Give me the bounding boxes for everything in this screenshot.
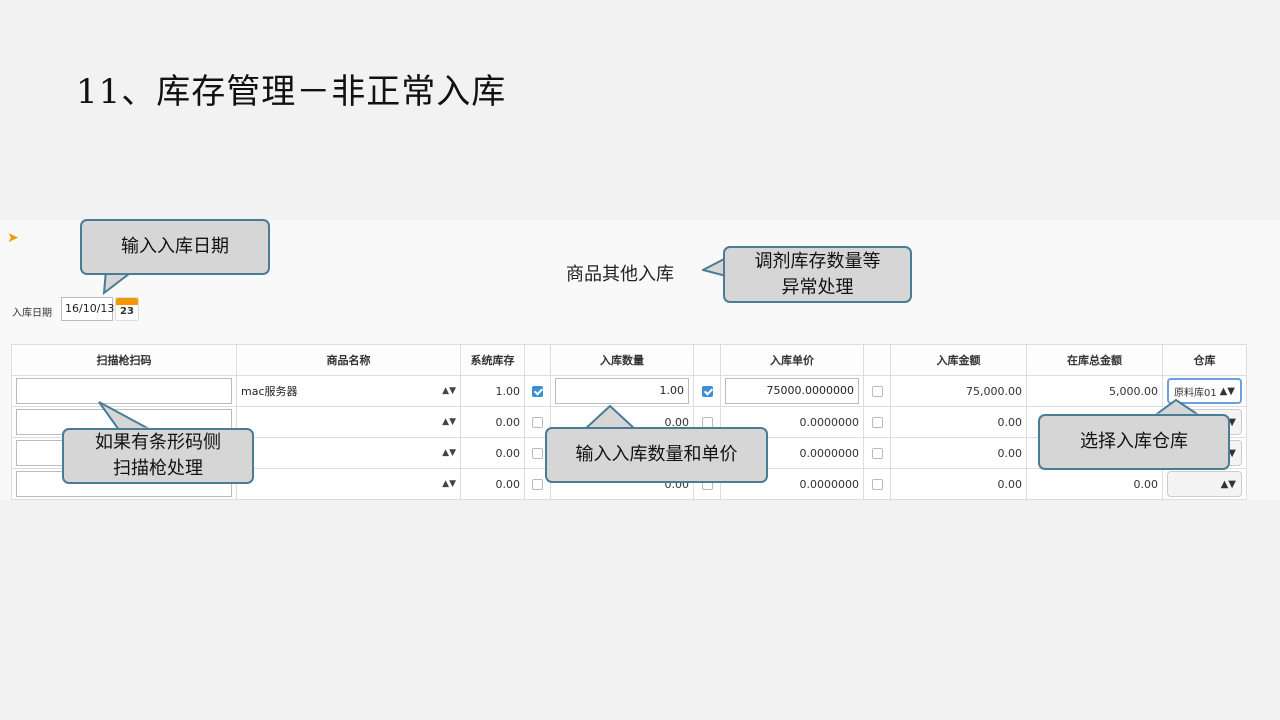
callout-qty-price: 输入入库数量和单价 xyxy=(545,427,768,483)
warehouse-select[interactable]: ▲▼ xyxy=(1167,471,1242,497)
select-caret-icon: ▲▼ xyxy=(1220,478,1236,490)
slide-title: 11、库存管理－非正常入库 xyxy=(76,72,507,112)
calendar-day: 23 xyxy=(120,306,134,317)
stock-cell: 1.00 xyxy=(460,375,525,407)
price-input[interactable]: 75000.0000000 xyxy=(725,378,859,404)
stock-checkbox[interactable] xyxy=(532,479,543,490)
callout-barcode-line2: 扫描枪处理 xyxy=(113,458,203,479)
product-select[interactable]: ▲▼ xyxy=(241,409,456,435)
warehouse-select-value: 原料库01 xyxy=(1174,387,1217,399)
play-arrow-icon: ➤ xyxy=(7,230,19,246)
product-select[interactable]: mac服务器 ▲▼ xyxy=(241,378,456,404)
callout-date-text: 输入入库日期 xyxy=(121,236,229,257)
col-header-scan: 扫描枪扫码 xyxy=(11,344,237,376)
price-checkbox[interactable] xyxy=(871,417,883,428)
warehouse-select[interactable]: 原料库01▲▼ xyxy=(1167,378,1242,404)
col-header-qty-check xyxy=(693,344,721,376)
product-select[interactable]: ▲▼ xyxy=(241,440,456,466)
col-header-warehouse: 仓库 xyxy=(1162,344,1247,376)
col-header-product: 商品名称 xyxy=(236,344,461,376)
col-header-price: 入库单价 xyxy=(720,344,864,376)
stock-cell: 0.00 xyxy=(460,437,525,469)
amount-cell: 0.00 xyxy=(890,406,1027,438)
amount-cell: 75,000.00 xyxy=(890,375,1027,407)
total-cell: 5,000.00 xyxy=(1026,375,1163,407)
col-header-stock-check xyxy=(524,344,551,376)
select-caret-icon: ▲▼ xyxy=(1219,385,1235,397)
select-caret-icon: ▲▼ xyxy=(442,448,456,458)
stock-cell: 0.00 xyxy=(460,406,525,438)
callout-date: 输入入库日期 xyxy=(80,219,270,275)
amount-cell: 0.00 xyxy=(890,437,1027,469)
callout-adjust-line2: 异常处理 xyxy=(781,276,854,298)
select-caret-icon: ▲▼ xyxy=(442,386,456,396)
select-caret-icon: ▲▼ xyxy=(442,479,456,489)
price-checkbox[interactable] xyxy=(871,448,883,459)
col-header-amount: 入库金额 xyxy=(890,344,1027,376)
callout-qty-price-text: 输入入库数量和单价 xyxy=(575,444,738,465)
col-header-total: 在库总金额 xyxy=(1026,344,1163,376)
qty-checkbox[interactable] xyxy=(701,386,713,397)
form-title: 商品其他入库 xyxy=(566,264,674,285)
callout-barcode-line1: 如果有条形码侧 xyxy=(95,432,221,453)
date-label: 入库日期 xyxy=(12,308,52,319)
price-checkbox[interactable] xyxy=(871,386,883,397)
calendar-icon[interactable]: 23 xyxy=(115,297,139,321)
date-input[interactable]: 16/10/13 xyxy=(61,297,114,321)
select-caret-icon: ▲▼ xyxy=(442,417,456,427)
callout-warehouse: 选择入库仓库 xyxy=(1038,414,1230,470)
total-cell: 0.00 xyxy=(1026,468,1163,500)
table-row: mac服务器 ▲▼ 1.00 1.00 75000.0000000 75,000.… xyxy=(11,375,1247,407)
col-header-stock: 系统库存 xyxy=(460,344,525,376)
col-header-price-check xyxy=(863,344,891,376)
stock-cell: 0.00 xyxy=(460,468,525,500)
product-select-value: mac服务器 xyxy=(241,385,298,398)
stock-checkbox[interactable] xyxy=(532,417,543,428)
price-checkbox[interactable] xyxy=(871,479,883,490)
stock-checkbox[interactable] xyxy=(532,386,543,397)
col-header-qty: 入库数量 xyxy=(550,344,694,376)
scan-input[interactable] xyxy=(16,378,232,404)
qty-input[interactable]: 1.00 xyxy=(555,378,689,404)
product-select[interactable]: ▲▼ xyxy=(241,471,456,497)
amount-cell: 0.00 xyxy=(890,468,1027,500)
callout-barcode: 如果有条形码侧 扫描枪处理 xyxy=(62,428,254,484)
table-header-row: 扫描枪扫码 商品名称 系统库存 入库数量 入库单价 入库金额 在库总金额 仓库 xyxy=(11,344,1247,376)
callout-adjust-line1: 调剂库存数量等 xyxy=(754,250,881,272)
callout-warehouse-text: 选择入库仓库 xyxy=(1080,431,1188,452)
callout-adjust: 调剂库存数量等 异常处理 xyxy=(723,246,912,303)
stock-checkbox[interactable] xyxy=(532,448,543,459)
